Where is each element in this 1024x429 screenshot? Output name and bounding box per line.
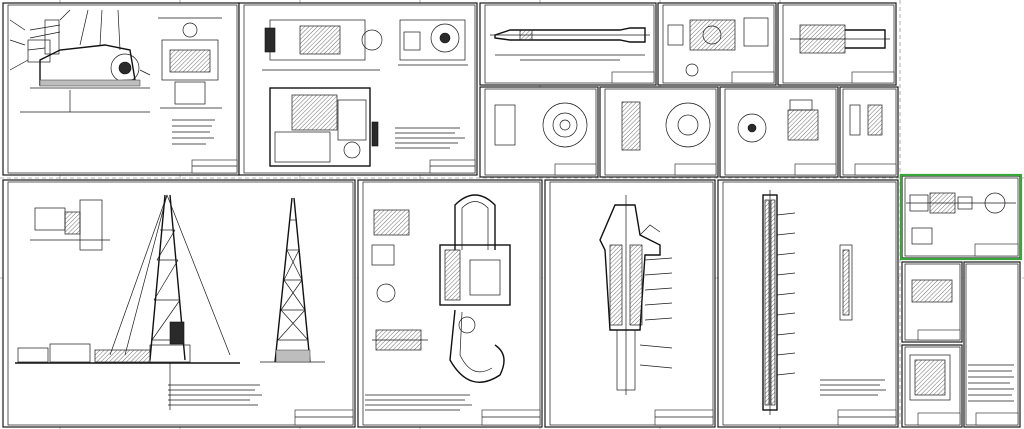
- title-block: [975, 412, 1019, 426]
- title-block: [654, 409, 714, 426]
- sheet-pump-assembly[interactable]: [2, 2, 240, 176]
- selection-highlight: [899, 173, 1023, 261]
- sheet-hook-block-assembly[interactable]: [357, 179, 543, 428]
- title-block: [294, 409, 354, 426]
- drawworks-notes: [395, 127, 465, 149]
- sheet-cover-detail[interactable]: [479, 86, 599, 178]
- rig-mast-front: [260, 197, 325, 363]
- sheet-shaft-part[interactable]: [777, 2, 897, 86]
- sheet-side-middle[interactable]: [901, 261, 963, 343]
- title-block: [429, 159, 476, 174]
- title-block: [794, 163, 837, 176]
- title-block: [554, 163, 597, 176]
- pump-callouts: [9, 9, 151, 76]
- rig-notes: [168, 384, 262, 406]
- sheet-drilling-rig-general-view[interactable]: [2, 179, 356, 428]
- spec-list: [968, 364, 1014, 402]
- sheet-shaft-detail[interactable]: [479, 2, 657, 86]
- title-block: [481, 409, 541, 426]
- sheet-drawworks-assembly[interactable]: [238, 2, 478, 176]
- title-block: [611, 71, 655, 84]
- sheet-side-top[interactable]: [899, 173, 1023, 261]
- sheet-downhole-tool-assembly[interactable]: [717, 179, 899, 428]
- title-block: [851, 71, 895, 84]
- title-block: [731, 71, 775, 84]
- sheet-gear-detail[interactable]: [719, 86, 839, 178]
- title-block: [191, 159, 238, 174]
- sheet-side-bottom[interactable]: [901, 344, 963, 428]
- tool-joint-callouts: [639, 257, 673, 369]
- downhole-callouts: [776, 212, 796, 376]
- sheet-housing-detail[interactable]: [657, 2, 777, 86]
- title-block: [854, 163, 897, 176]
- sheet-flange-detail[interactable]: [599, 86, 719, 178]
- title-block: [674, 163, 717, 176]
- downhole-notes: [820, 379, 886, 396]
- sheet-spline-detail[interactable]: [839, 86, 899, 178]
- title-block: [974, 243, 1019, 257]
- title-block: [917, 329, 961, 341]
- title-block: [837, 409, 897, 426]
- sheet-side-spec[interactable]: [963, 261, 1021, 428]
- title-block: [917, 412, 961, 426]
- pump-notes: [172, 119, 215, 145]
- sheet-tool-joint-assembly[interactable]: [544, 179, 716, 428]
- hook-notes: [365, 394, 472, 411]
